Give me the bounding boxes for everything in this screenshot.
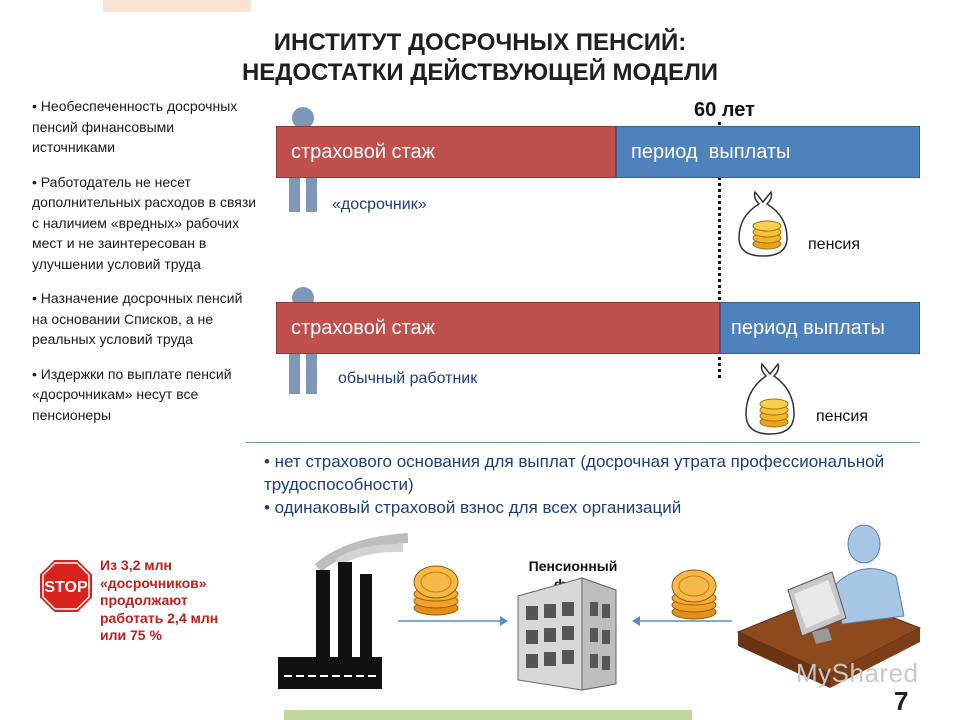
early-payout-period: период выплаты [616,126,920,178]
page-number: 7 [894,686,909,716]
coins-icon [413,565,459,616]
regular-worker-caption: обычный работник [338,370,478,387]
regular-worker-timeline-bar: страховой стаж период выплаты [276,302,920,354]
page-title: ИНСТИТУТ ДОСРОЧНЫХ ПЕНСИЙ: НЕДОСТАТКИ ДЕ… [0,28,960,88]
regular-insurance-label: страховой стаж [291,316,435,339]
early-insurance-label: страховой стаж [291,140,435,163]
early-payout-label: период выплаты [631,140,791,163]
bullet-item: • Назначение досрочных пенсий на основан… [32,290,243,347]
stop-sign-text: STOP [44,579,88,596]
left-bullet-list: • Необеспеченность досрочных пенсий фина… [32,96,257,439]
money-bag-icon [738,190,788,257]
bullet-item: • Работодатель не несет дополнительных р… [32,173,257,272]
bullet-item: • Необеспеченность досрочных пенсий фина… [32,98,238,155]
worker-at-computer-icon [736,524,922,688]
pension-fund-building-icon [517,577,617,691]
coins-icon [671,569,717,620]
early-pension-label: пенсия [808,236,860,253]
regular-insurance-period: страховой стаж [276,302,720,354]
title-line-2: НЕДОСТАТКИ ДЕЙСТВУЮЩЕЙ МОДЕЛИ [241,59,719,86]
money-bag-icon [745,362,795,435]
section-divider [246,442,920,443]
model-notes: • нет страхового основания для выплат (д… [264,450,904,519]
title-line-1: ИНСТИТУТ ДОСРОЧНЫХ ПЕНСИЙ: [273,29,687,56]
bottom-accent-bar [284,710,692,720]
factory-icon [278,533,408,689]
stop-statistic-text: Из 3,2 млн «досрочников» продолжают рабо… [100,557,219,643]
stop-sign-icon: STOP [38,558,94,614]
regular-payout-period: период выплаты [720,302,920,354]
early-worker-caption: «досрочник» [332,196,427,213]
top-tab-decoration [103,0,251,12]
early-worker-timeline-bar: страховой стаж период выплаты [276,126,920,178]
early-insurance-period: страховой стаж [276,126,616,178]
bullet-item: • Издержки по выплате пенсий «досрочника… [32,365,232,423]
watermark-text: MyShared [796,658,919,688]
arrow-left-icon [632,616,732,626]
regular-pension-label: пенсия [816,408,868,425]
regular-payout-label: период выплаты [731,316,885,339]
note-item: • нет страхового основания для выплат (д… [264,452,885,494]
note-item: • одинаковый страховой взнос для всех ор… [264,498,682,517]
age-marker-label: 60 лет [694,99,755,121]
arrow-right-icon [398,616,508,626]
age-marker-line [718,122,721,378]
